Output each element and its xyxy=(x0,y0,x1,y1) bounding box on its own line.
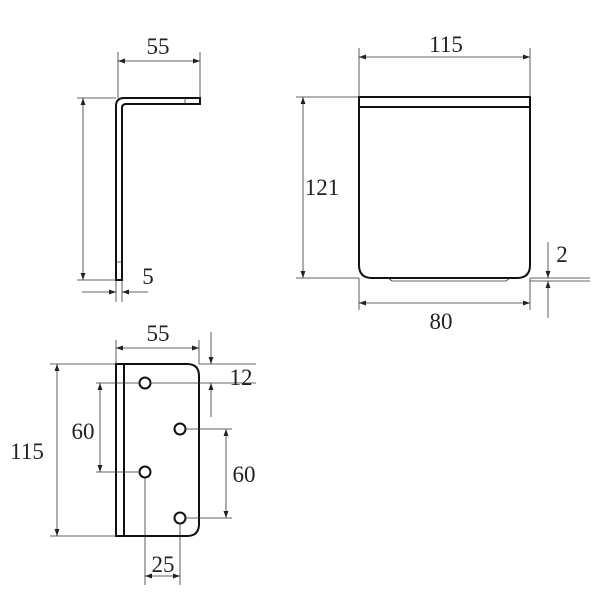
hole-offset-label: 25 xyxy=(152,552,175,577)
hole xyxy=(173,511,187,525)
right-spacing-label: 60 xyxy=(233,462,256,487)
hole xyxy=(173,422,187,436)
front-height-label: 121 xyxy=(305,175,340,200)
side-thickness-label: 5 xyxy=(142,264,154,289)
side-profile xyxy=(115,97,201,281)
left-spacing-label: 60 xyxy=(72,419,95,444)
front-gap-label: 2 xyxy=(556,242,568,267)
front-width-label: 115 xyxy=(429,32,463,57)
front-outline xyxy=(358,96,531,279)
front-foot-label: 80 xyxy=(430,309,453,334)
plate-view: 55 115 60 60 12 25 xyxy=(10,321,256,585)
front-view: 115 121 2 80 xyxy=(296,32,590,334)
hole xyxy=(138,376,152,390)
plate-outline xyxy=(115,363,200,537)
plate-height-label: 115 xyxy=(10,439,44,464)
hole xyxy=(138,465,152,479)
side-view: 55 5 xyxy=(77,34,201,302)
top-offset-label: 12 xyxy=(230,365,253,390)
plate-width-label: 55 xyxy=(147,321,170,346)
side-width-label: 55 xyxy=(147,34,170,59)
